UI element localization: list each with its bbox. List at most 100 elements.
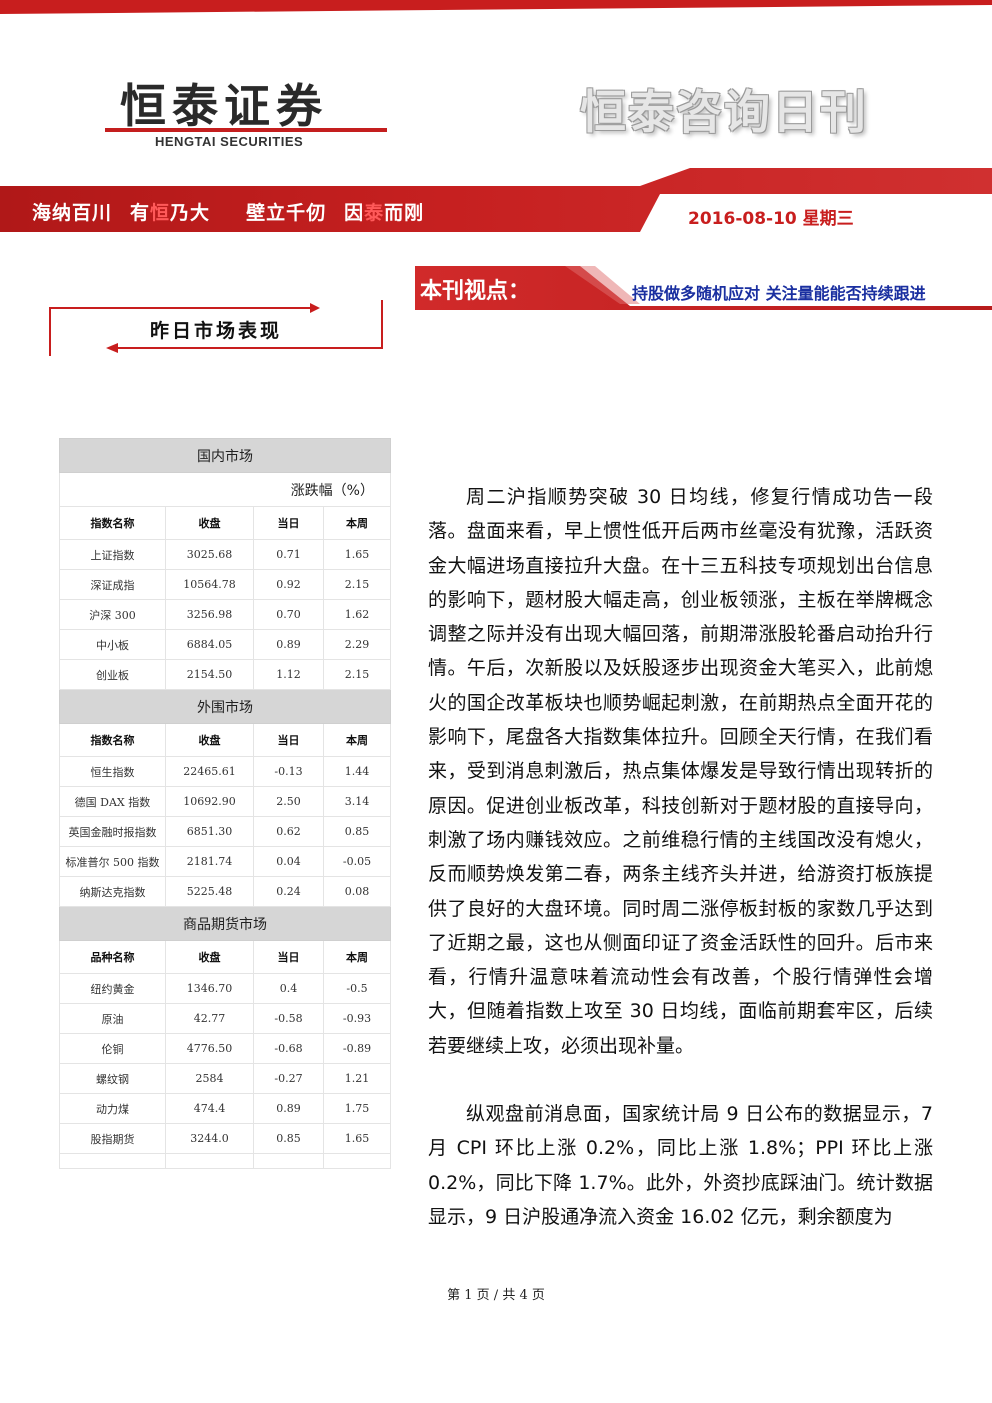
table-header-row: 品种名称 收盘 当日 本周 <box>59 940 392 974</box>
table-section-header: 外围市场 <box>59 689 391 724</box>
weekly-change: 1.21 <box>322 1063 392 1094</box>
article-paragraph: 周二沪指顺势突破 30 日均线，修复行情成功告一段落。盘面来看，早上惯性低开后两… <box>428 486 933 1057</box>
close-value: 2154.50 <box>164 659 255 690</box>
table-header-row: 指数名称 收盘 当日 本周 <box>59 506 392 540</box>
close-value: 22465.61 <box>164 756 255 787</box>
daily-change: 0.62 <box>253 816 324 847</box>
company-logo-subtitle: HENGTAI SECURITIES <box>155 134 304 149</box>
close-value: 42.77 <box>164 1003 255 1034</box>
column-header: 指数名称 <box>59 506 166 540</box>
close-value: 6851.30 <box>164 816 255 847</box>
table-row: 标准普尔 500 指数 2181.74 0.04 -0.05 <box>59 846 392 877</box>
daily-change: 0.89 <box>253 629 324 660</box>
daily-change: -0.68 <box>253 1033 324 1064</box>
issue-date: 2016-08-10 星期三 <box>688 209 854 229</box>
close-value: 6884.05 <box>164 629 255 660</box>
column-header: 收盘 <box>164 940 255 974</box>
index-name: 恒生指数 <box>59 756 166 787</box>
daily-change: 0.71 <box>253 539 324 570</box>
slogan-text: 海纳百川有恒乃大壁立千仞因泰而刚 <box>32 202 425 224</box>
table-row: 创业板 2154.50 1.12 2.15 <box>59 659 392 690</box>
table-row: 螺纹钢 2584 -0.27 1.21 <box>59 1063 392 1094</box>
table-row: 英国金融时报指数 6851.30 0.62 0.85 <box>59 816 392 847</box>
commodity-name: 动力煤 <box>59 1093 166 1124</box>
close-value: 10564.78 <box>164 569 255 600</box>
empty-cell <box>322 1153 392 1169</box>
weekly-change: -0.93 <box>322 1003 392 1034</box>
section-domestic-title: 国内市场 <box>59 438 391 473</box>
index-name: 上证指数 <box>59 539 166 570</box>
table-tail-row <box>59 1153 392 1169</box>
table-row: 股指期货 3244.0 0.85 1.65 <box>59 1123 392 1154</box>
empty-cell <box>253 1153 324 1169</box>
weekly-change: 1.62 <box>322 599 392 630</box>
daily-change: -0.27 <box>253 1063 324 1094</box>
empty-cell <box>164 1153 255 1169</box>
column-header: 当日 <box>253 506 324 540</box>
table-section-header: 商品期货市场 <box>59 906 391 941</box>
close-value: 3244.0 <box>164 1123 255 1154</box>
section-title: 昨日市场表现 <box>150 320 283 342</box>
table-row: 纳斯达克指数 5225.48 0.24 0.08 <box>59 876 392 907</box>
table-section-header: 国内市场 <box>59 438 391 473</box>
section-foreign-title: 外围市场 <box>59 689 391 724</box>
weekly-change: 1.65 <box>322 539 392 570</box>
daily-change: 0.24 <box>253 876 324 907</box>
close-value: 3025.68 <box>164 539 255 570</box>
table-row: 动力煤 474.4 0.89 1.75 <box>59 1093 392 1124</box>
daily-change: 0.85 <box>253 1123 324 1154</box>
commodity-name: 股指期货 <box>59 1123 166 1154</box>
commodity-name: 纽约黄金 <box>59 973 166 1004</box>
table-row: 原油 42.77 -0.58 -0.93 <box>59 1003 392 1034</box>
daily-change: 0.04 <box>253 846 324 877</box>
daily-change: -0.13 <box>253 756 324 787</box>
index-name: 创业板 <box>59 659 166 690</box>
company-logo-text: 恒泰证券 <box>120 79 328 133</box>
table-row: 深证成指 10564.78 0.92 2.15 <box>59 569 392 600</box>
column-header: 当日 <box>253 940 324 974</box>
weekly-change: -0.5 <box>322 973 392 1004</box>
close-value: 474.4 <box>164 1093 255 1124</box>
section-title-frame <box>49 300 383 356</box>
column-header: 本周 <box>322 940 392 974</box>
close-value: 2181.74 <box>164 846 255 877</box>
close-value: 4776.50 <box>164 1033 255 1064</box>
index-name: 标准普尔 500 指数 <box>59 846 166 877</box>
table-row: 伦铜 4776.50 -0.68 -0.89 <box>59 1033 392 1064</box>
column-header: 收盘 <box>164 506 255 540</box>
publication-title: 恒泰咨询日刊 <box>580 85 868 139</box>
table-row: 中小板 6884.05 0.89 2.29 <box>59 629 392 660</box>
column-header: 指数名称 <box>59 723 166 757</box>
page-footer: 第 1 页 / 共 4 页 <box>447 1288 545 1303</box>
weekly-change: -0.05 <box>322 846 392 877</box>
commodity-name: 伦铜 <box>59 1033 166 1064</box>
table-row: 沪深 300 3256.98 0.70 1.62 <box>59 599 392 630</box>
close-value: 10692.90 <box>164 786 255 817</box>
column-header: 当日 <box>253 723 324 757</box>
daily-change: 0.89 <box>253 1093 324 1124</box>
article-body: 周二沪指顺势突破 30 日均线，修复行情成功告一段落。盘面来看，早上惯性低开后两… <box>428 480 933 1234</box>
viewpoint-headline: 持股做多随机应对 关注量能能否持续跟进 <box>632 284 926 303</box>
index-name: 德国 DAX 指数 <box>59 786 166 817</box>
close-value: 1346.70 <box>164 973 255 1004</box>
empty-cell <box>59 1153 166 1169</box>
weekly-change: 0.08 <box>322 876 392 907</box>
index-name: 中小板 <box>59 629 166 660</box>
column-header: 品种名称 <box>59 940 166 974</box>
weekly-change: 1.44 <box>322 756 392 787</box>
index-name: 英国金融时报指数 <box>59 816 166 847</box>
viewpoint-bar <box>415 266 992 310</box>
table-unit-row: 涨跌幅（%） <box>59 472 391 507</box>
weekly-change: 1.65 <box>322 1123 392 1154</box>
column-header: 收盘 <box>164 723 255 757</box>
weekly-change: 2.29 <box>322 629 392 660</box>
weekly-change: 1.75 <box>322 1093 392 1124</box>
weekly-change: 0.85 <box>322 816 392 847</box>
table-row: 恒生指数 22465.61 -0.13 1.44 <box>59 756 392 787</box>
weekly-change: 2.15 <box>322 569 392 600</box>
daily-change: 0.92 <box>253 569 324 600</box>
daily-change: 0.4 <box>253 973 324 1004</box>
weekly-change: -0.89 <box>322 1033 392 1064</box>
daily-change: -0.58 <box>253 1003 324 1034</box>
daily-change: 1.12 <box>253 659 324 690</box>
